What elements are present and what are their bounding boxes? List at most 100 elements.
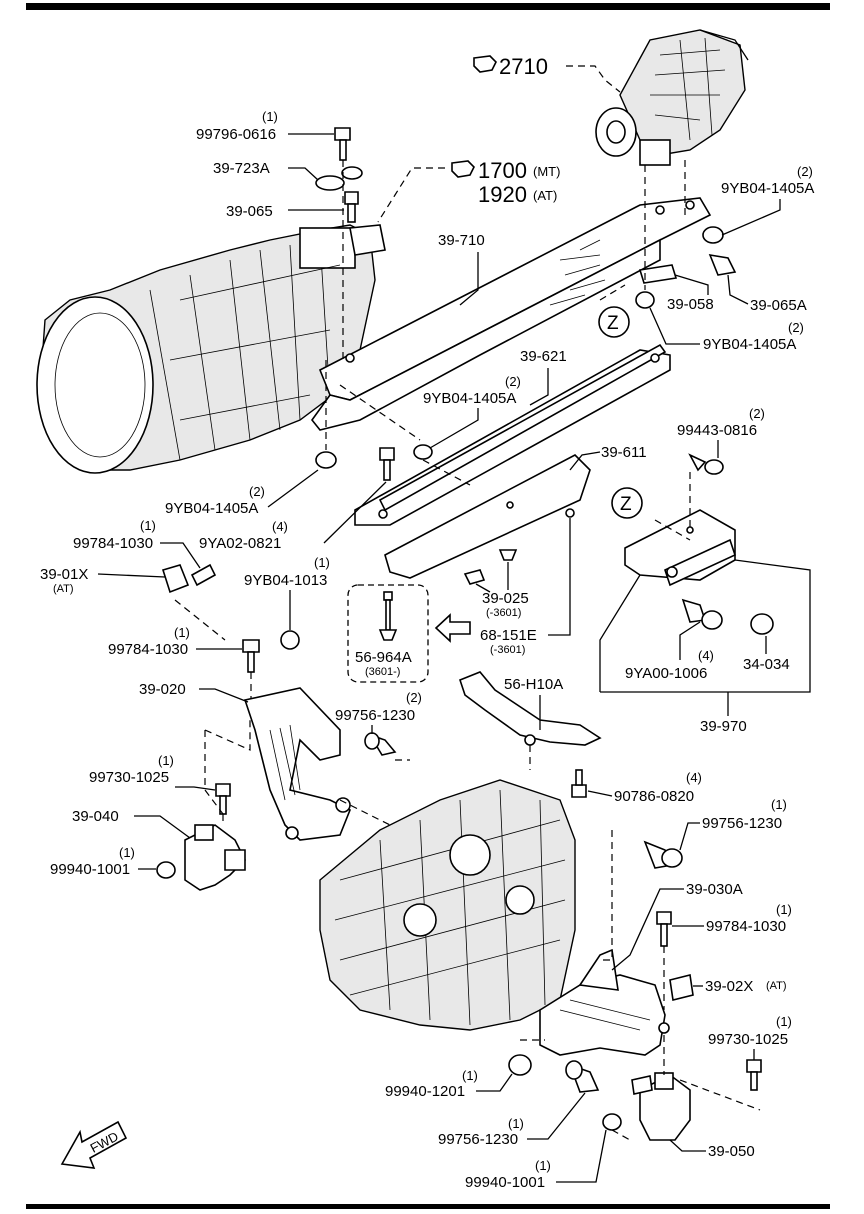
assembly-line-4 [654, 472, 691, 541]
label-39-020: 39-020 [139, 681, 186, 698]
fwd-arrow-label: FWD [88, 1129, 121, 1156]
label-9YA00-1006: 9YA00-1006 [625, 665, 707, 682]
reference-hand-icon [473, 55, 497, 73]
ref-2710: 2710 [473, 54, 621, 93]
sub-39-02X: (AT) [766, 980, 787, 992]
bolt-90786-0820 [571, 769, 587, 798]
label-39-040: 39-040 [72, 808, 119, 825]
label-99756-1230-c: 99756-1230 [438, 1131, 518, 1148]
brace-39-621 [354, 343, 671, 526]
label-90786-0820: 90786-0820 [614, 788, 694, 805]
bolt-99730-1025-b [746, 1059, 762, 1091]
assembly-line-6 [204, 720, 410, 831]
nut-99940-1001-a [156, 861, 176, 879]
nut-9YB04-1405A-r [635, 291, 655, 309]
bracket-39-020 [243, 687, 352, 841]
qty-9YA00-1006: (4) [698, 648, 714, 663]
leader-9YB04-1405A-r [649, 307, 700, 345]
nut-34-034 [750, 613, 774, 635]
label-39-02X: 39-02X [705, 978, 753, 995]
leader-99940-1201 [476, 1073, 513, 1092]
assembly-line-2 [599, 160, 686, 301]
assembly-line-9 [520, 830, 761, 1141]
label-39-058: 39-058 [667, 296, 714, 313]
qty-99796-0616: (1) [262, 109, 278, 124]
label-39-050: 39-050 [708, 1143, 755, 1160]
label-99784-1030-b: 99784-1030 [108, 641, 188, 658]
label-39-065: 39-065 [226, 203, 273, 220]
leader-99756-1230-b [679, 822, 700, 851]
plate-39-058 [638, 264, 678, 284]
label-56-964A: 56-964A [355, 649, 412, 666]
label-9YB04-1405A-m: 9YB04-1405A [423, 390, 516, 407]
bracket-56-H10A [459, 671, 602, 746]
bottom-frame-bar [26, 1204, 830, 1209]
callout-z-detail [611, 487, 643, 519]
label-39-611: 39-611 [601, 444, 647, 461]
leader-39-025 [475, 562, 509, 593]
ref-1700-suffix: (MT) [533, 164, 560, 179]
bolt-99784-1030-b [242, 639, 260, 673]
sub-39-025: (-3601) [486, 607, 521, 619]
differential-illustration [595, 29, 749, 166]
sub-56-964A: (3601-) [365, 666, 400, 678]
qty-99730-1025-a: (1) [158, 753, 174, 768]
qty-9YB04-1405A-l: (2) [249, 484, 265, 499]
label-99940-1201: 99940-1201 [385, 1083, 465, 1100]
plate-39-611 [384, 454, 591, 579]
leader-68-151E [548, 518, 571, 636]
ref-1700-label: 1700 [478, 158, 527, 183]
bolt-99756-1230-c [565, 1060, 600, 1093]
ref-1920-label: 1920 [478, 182, 527, 207]
nut-99940-1001-b [602, 1113, 622, 1131]
bolt-9YA02-0821 [379, 447, 395, 481]
label-39-710: 39-710 [438, 232, 485, 249]
bolt-39-065 [344, 191, 359, 223]
leader-9YB04-1405A-l [267, 469, 319, 508]
ref-1920-suffix: (AT) [533, 188, 557, 203]
leader-39-058 [674, 274, 709, 295]
label-39-030A: 39-030A [686, 881, 743, 898]
leader-9YB04-1405A-m [429, 408, 479, 449]
bolt-99443-0816 [688, 453, 724, 475]
ref-1700-1920: 1700 (MT) 1920 (AT) [377, 158, 560, 223]
leader-39-621 [529, 368, 549, 406]
qty-99940-1201: (1) [462, 1068, 478, 1083]
leader-99784-1030-a [160, 542, 201, 569]
reference-hand-icon-2 [451, 160, 475, 178]
leader-99730-1025-a [175, 786, 216, 791]
clip-39-025 [463, 549, 518, 585]
bracket-39-970 [624, 509, 736, 587]
qty-99756-1230-a: (2) [406, 690, 422, 705]
label-68-151E: 68-151E [480, 627, 537, 644]
washer-39-723A [315, 166, 363, 191]
assembly-line-3 [325, 360, 471, 486]
leader-39-020 [199, 688, 249, 703]
bracket-39-970-frame [599, 559, 811, 693]
label-99940-1001-a: 99940-1001 [50, 861, 130, 878]
sub-39-01X: (AT) [53, 583, 74, 595]
bolt-99756-1230-b [643, 840, 683, 869]
washer-9YB04-1013 [280, 630, 300, 650]
nut-99940-1201 [508, 1054, 532, 1076]
label-99756-1230-b: 99756-1230 [702, 815, 782, 832]
qty-9YB04-1013: (1) [314, 555, 330, 570]
bracket-39-02X [669, 974, 694, 1001]
label-99796-0616: 99796-0616 [196, 126, 276, 143]
detail-arrow [434, 613, 471, 643]
label-39-025: 39-025 [482, 590, 529, 607]
label-34-034: 34-034 [743, 656, 790, 673]
bolt-39-065A [708, 253, 737, 276]
qty-99784-1030-a: (1) [140, 518, 156, 533]
callout-z-detail-label: Z [620, 494, 632, 515]
label-39-065A: 39-065A [750, 297, 807, 314]
leader-39-611 [569, 451, 601, 471]
leader-39-065A [727, 274, 749, 305]
label-9YB04-1405A-tr: 9YB04-1405A [721, 180, 814, 197]
bolt-99784-1030-a [190, 563, 217, 587]
clip-56-964A [378, 591, 398, 641]
leader-39-723A [288, 167, 319, 181]
label-39-01X: 39-01X [40, 566, 88, 583]
bolt-99756-1230-a [364, 732, 397, 756]
